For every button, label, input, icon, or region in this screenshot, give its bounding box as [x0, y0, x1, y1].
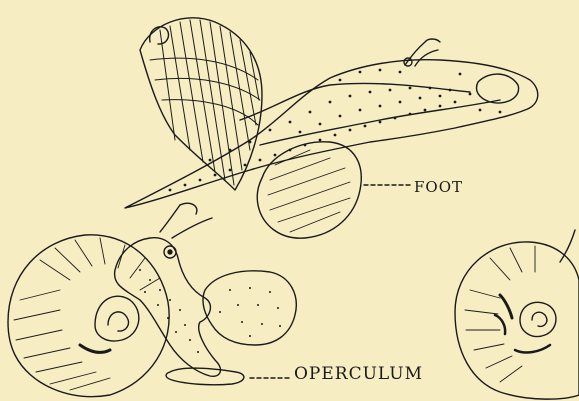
bottom-right-snail-shell [455, 230, 579, 399]
operculum-label: OPERCULUM [294, 364, 423, 384]
top-snail-shell [140, 18, 262, 190]
foot-label: FOOT [414, 178, 463, 196]
operculum-piece [166, 368, 244, 385]
bottom-left-snail-shell [8, 235, 169, 397]
foot-structure [257, 142, 361, 238]
bottom-left-snail-lobe [203, 271, 296, 345]
